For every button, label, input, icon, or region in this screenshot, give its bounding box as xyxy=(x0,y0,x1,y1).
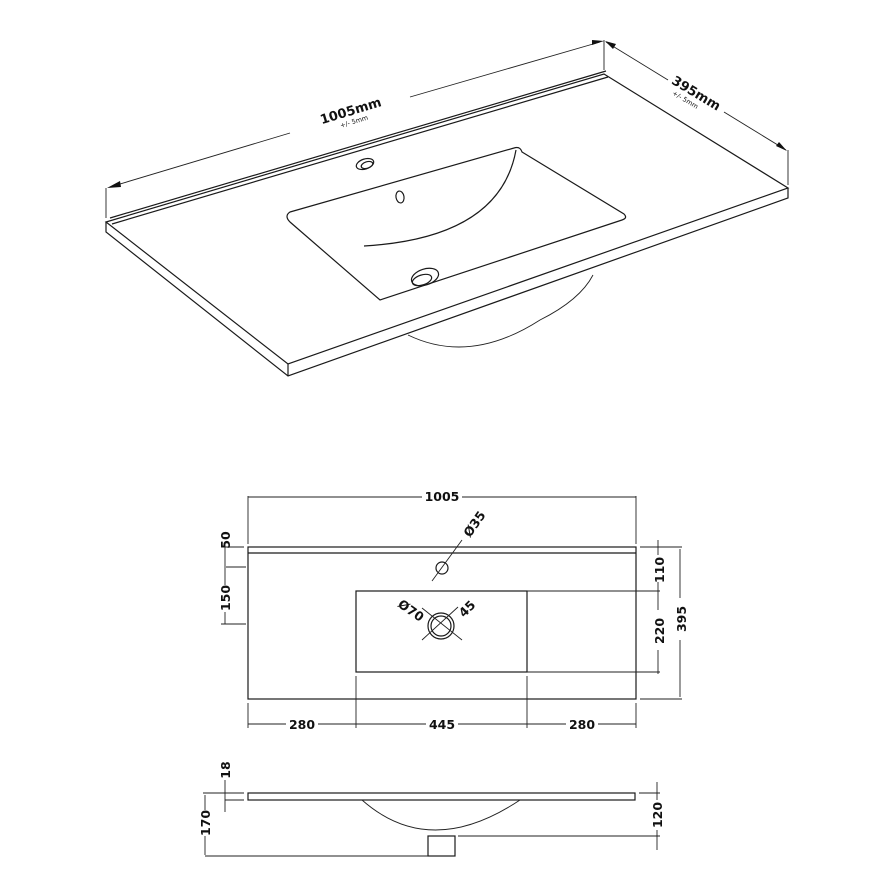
plan-bowl-width-label: 445 xyxy=(429,717,455,732)
plan-tap-offset-label: 150 xyxy=(218,585,233,611)
plan-outline xyxy=(247,546,637,700)
plan-right-top-label: 110 xyxy=(652,557,667,583)
plan-depth-label: 395 xyxy=(674,606,689,632)
plan-view: 1005 Ø35 Ø70 45 50 150 110 220 395 xyxy=(218,489,689,732)
iso-upstand xyxy=(111,76,609,225)
iso-overflow xyxy=(395,190,405,204)
side-bowl-curve xyxy=(361,799,521,831)
plan-waste-size-label: 45 xyxy=(456,597,479,620)
side-waste xyxy=(427,835,456,857)
plan-left-margin-label: 280 xyxy=(289,717,315,732)
plan-width-label: 1005 xyxy=(425,489,460,504)
plan-bowl-depth-label: 220 xyxy=(652,618,667,644)
plan-upstand-label: 50 xyxy=(218,531,233,549)
plan-waste-diameter-label: Ø70 xyxy=(395,596,427,625)
plan-waste-outer xyxy=(427,612,455,640)
iso-waste xyxy=(410,267,440,287)
side-height-label: 170 xyxy=(198,810,213,836)
isometric-view: 1005mm +/- 5mm 395mm +/- 5mm xyxy=(104,40,790,377)
iso-bowl-underside xyxy=(407,274,594,348)
iso-slab-front-edge xyxy=(105,188,789,377)
plan-tap-hole xyxy=(435,561,449,575)
iso-tap-hole xyxy=(355,157,375,171)
plan-right-margin-label: 280 xyxy=(569,717,595,732)
side-view: 18 170 120 xyxy=(198,761,665,857)
iso-bowl-opening xyxy=(286,146,627,301)
plan-bowl xyxy=(355,590,528,673)
side-slab xyxy=(247,792,636,801)
side-thickness-label: 18 xyxy=(218,761,233,778)
side-bowl-height-label: 120 xyxy=(650,802,665,828)
plan-tap-diameter-label: Ø35 xyxy=(460,508,488,540)
